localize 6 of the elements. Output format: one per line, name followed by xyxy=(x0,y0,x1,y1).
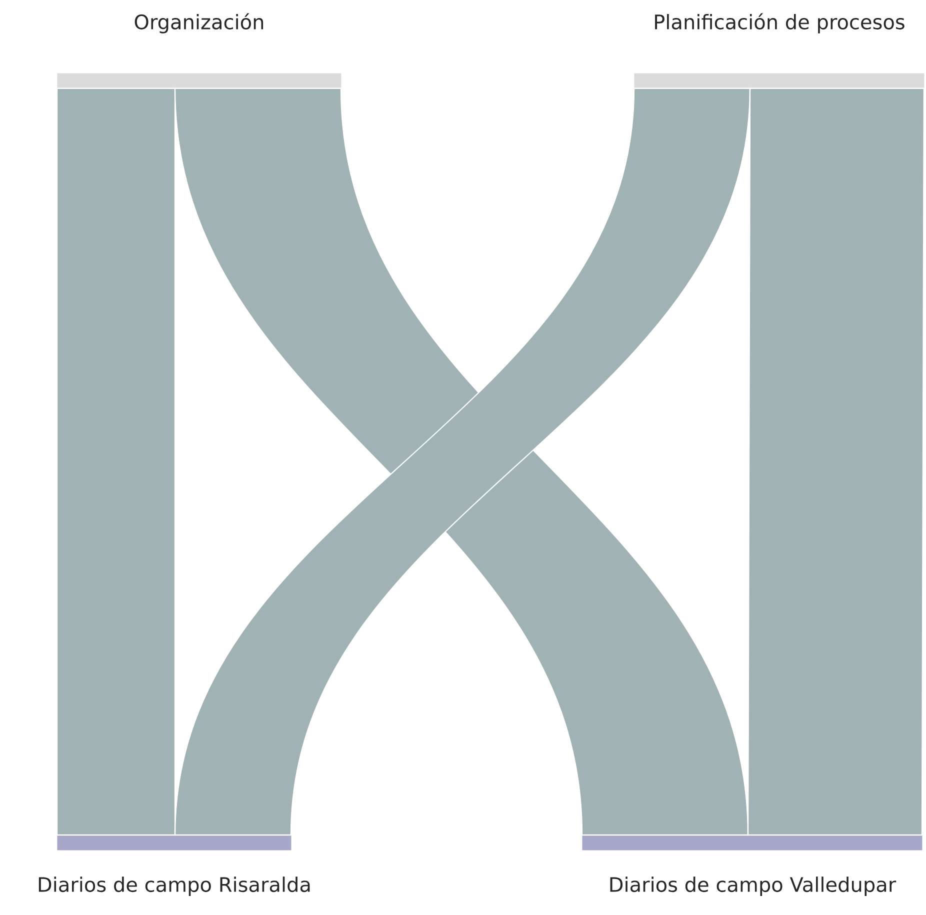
node-label: Diarios de campo Risaralda xyxy=(38,876,310,896)
node-label: Organización xyxy=(134,13,264,34)
node-label: Diarios de campo Valledupar xyxy=(610,876,896,896)
node-label: Planificación de procesos xyxy=(655,13,904,34)
flow-band xyxy=(747,88,925,836)
flow-band xyxy=(56,88,176,836)
